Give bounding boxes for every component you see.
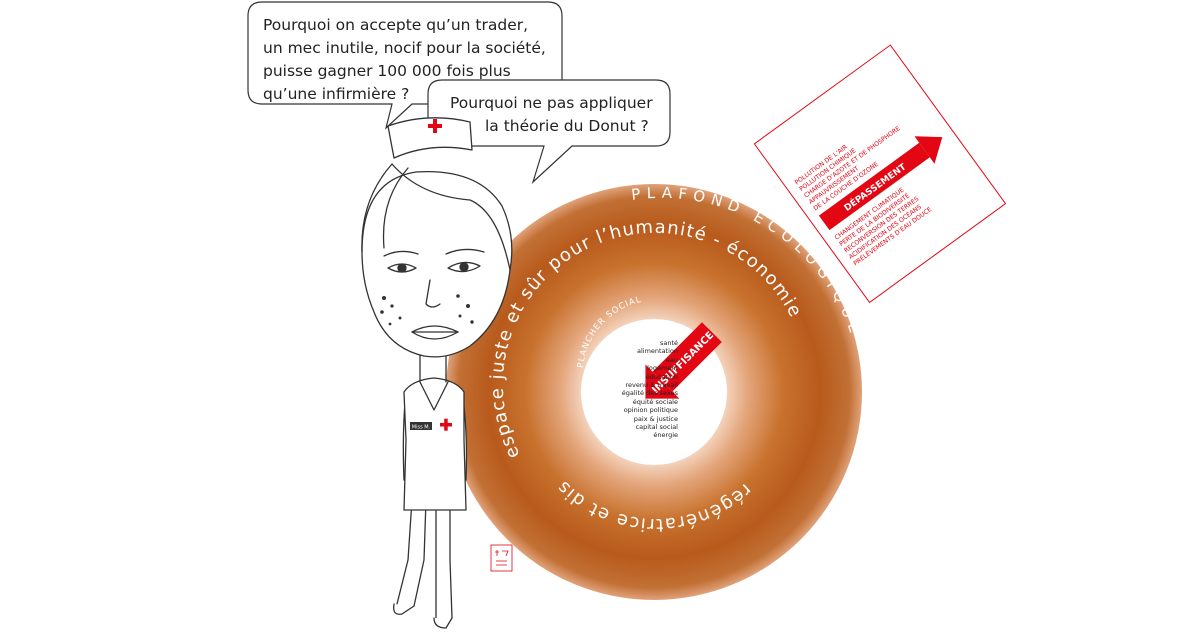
social-item: égalité des sexes (621, 389, 678, 398)
nurse-neck (419, 351, 447, 383)
bubble-1-line: un mec inutile, nocif pour la société, (263, 39, 546, 57)
nurse-eyes (387, 261, 481, 273)
bubble-1-line: Pourquoi on accepte qu’un trader, (263, 16, 529, 34)
social-item: éducation (645, 372, 678, 381)
bubble-2-line: Pourquoi ne pas appliquer (450, 94, 653, 112)
nurse-figure (361, 117, 513, 629)
nurse-hair (361, 163, 511, 271)
social-item: revenu & travail (625, 381, 678, 390)
nurse-cap (387, 117, 473, 159)
nurse-head (361, 170, 513, 358)
social-item: logement (647, 364, 678, 373)
social-item: opinion politique (623, 406, 678, 415)
social-item: eau (665, 355, 678, 364)
social-item: paix & justice (633, 414, 678, 423)
overshoot-box: POLLUTION DE L’AIR POLLUTION CHIMIQUE CH… (753, 44, 1007, 304)
speech-bubble-2 (427, 79, 671, 184)
name-badge-text: Miss M. (412, 425, 431, 431)
cap-cross-icon (428, 119, 442, 133)
social-item: équité sociale (632, 397, 678, 406)
name-badge (410, 422, 432, 430)
bubble-2-line: la théorie du Donut ? (485, 117, 649, 135)
signature-stamp (490, 544, 513, 572)
social-item: santé (659, 339, 678, 347)
social-foundation-list: santé alimentation eau logement éducatio… (572, 339, 678, 440)
social-item: capital social (635, 423, 678, 432)
bubble-1-line: puisse gagner 100 000 fois plus (263, 62, 511, 80)
speech-bubble-1-text: Pourquoi on accepte qu’un trader, un mec… (263, 14, 546, 106)
speech-bubble-2-text: Pourquoi ne pas appliquer la théorie du … (450, 92, 653, 138)
social-item: alimentation (636, 347, 678, 356)
nurse-dress (403, 377, 467, 511)
dress-cross-icon (440, 418, 452, 431)
social-item: énergie (653, 431, 678, 440)
nurse-legs (395, 499, 453, 619)
nurse-shoes (393, 603, 453, 629)
bubble-1-line: qu’une infirmière ? (263, 85, 410, 103)
nurse-nose (425, 279, 441, 308)
nurse-freckles (380, 294, 474, 326)
